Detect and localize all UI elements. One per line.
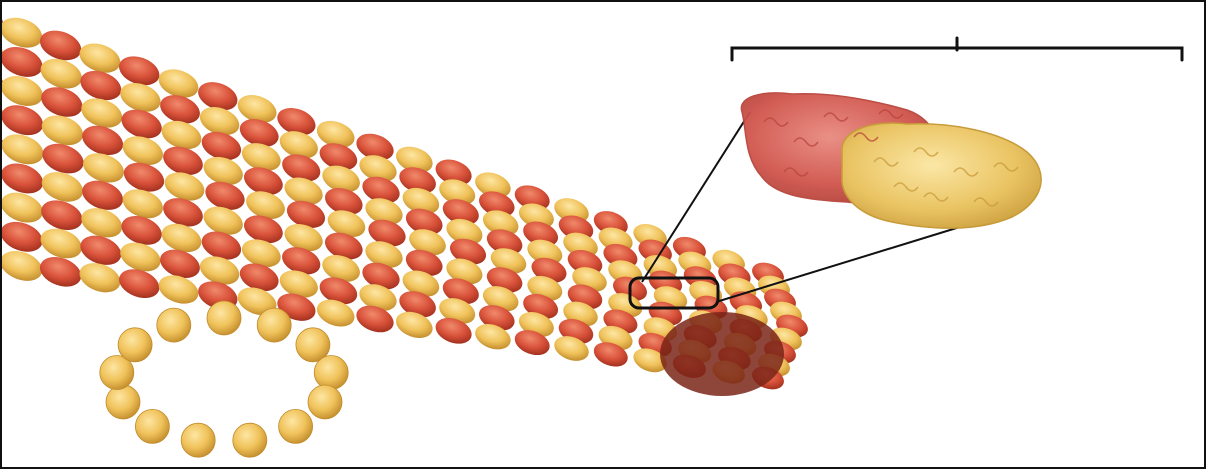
tubulin-dimer	[741, 93, 1041, 228]
ring-subunit	[279, 409, 313, 443]
alpha-subunit	[115, 264, 163, 303]
beta-subunit	[2, 12, 46, 53]
alpha-subunit	[36, 252, 86, 292]
beta-subunit	[2, 187, 47, 228]
ring-subunit	[308, 385, 342, 419]
tube-end-opening	[660, 312, 784, 396]
ring-subunit	[135, 409, 169, 443]
beta-subunit	[38, 167, 88, 207]
ring-subunit	[181, 423, 215, 457]
alpha-subunit	[2, 216, 47, 257]
beta-subunit	[75, 258, 124, 298]
alpha-subunit	[2, 42, 47, 83]
ring-subunit	[157, 308, 191, 342]
alpha-subunit	[37, 195, 87, 235]
ring-cross-section	[100, 301, 348, 457]
ring-subunit	[207, 301, 241, 335]
ring-subunit	[233, 423, 267, 457]
ring-subunit	[257, 308, 291, 342]
alpha-subunit	[2, 158, 47, 199]
beta-subunit	[2, 129, 48, 170]
beta-subunit	[2, 246, 46, 287]
ring-subunit	[118, 328, 152, 362]
protofilament	[2, 89, 805, 328]
beta-subunit	[2, 71, 47, 112]
beta-tubulin	[842, 123, 1041, 228]
beta-subunit	[155, 270, 203, 309]
ring-subunit	[106, 385, 140, 419]
beta-subunit	[36, 223, 86, 263]
alpha-subunit	[38, 138, 88, 178]
bracket	[732, 38, 1182, 60]
alpha-subunit	[2, 100, 47, 141]
ring-subunit	[314, 356, 348, 390]
